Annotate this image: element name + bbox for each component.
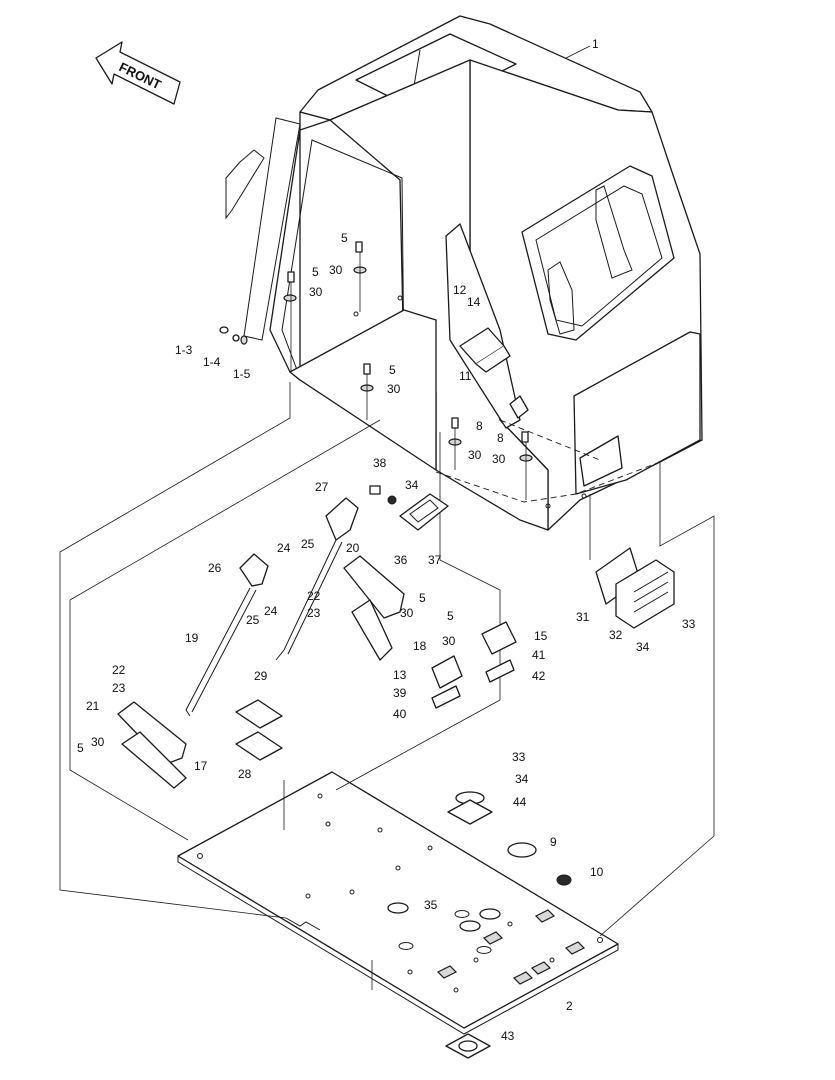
label-41: 41 [532, 648, 546, 662]
label-17: 17 [194, 759, 208, 773]
label-39: 39 [393, 686, 407, 700]
label-12: 12 [453, 283, 467, 297]
label-5-a: 5 [341, 231, 348, 245]
label-23-b: 23 [307, 606, 321, 620]
label-28: 28 [238, 767, 252, 781]
label-1-5: 1-5 [233, 367, 251, 381]
label-44: 44 [513, 795, 527, 809]
label-27: 27 [315, 480, 329, 494]
label-42: 42 [532, 669, 546, 683]
label-34-b: 34 [636, 640, 650, 654]
label-30-g: 30 [442, 634, 456, 648]
label-9: 9 [550, 835, 557, 849]
label-10: 10 [590, 865, 604, 879]
label-30-a: 30 [329, 263, 343, 277]
label-15: 15 [534, 629, 548, 643]
label-25-b: 25 [246, 613, 260, 627]
label-31: 31 [576, 610, 590, 624]
label-30-h: 30 [91, 735, 105, 749]
label-34-a: 34 [405, 478, 419, 492]
label-33-a: 33 [682, 617, 696, 631]
label-8-b: 8 [497, 431, 504, 445]
label-40: 40 [393, 707, 407, 721]
label-38: 38 [373, 456, 387, 470]
label-23-a: 23 [112, 681, 126, 695]
label-1-4: 1-4 [203, 355, 221, 369]
label-19: 19 [185, 631, 199, 645]
label-25-a: 25 [301, 537, 315, 551]
label-20: 20 [346, 541, 360, 555]
front-arrow: FRONT [95, 41, 181, 105]
label-33-b: 33 [512, 750, 526, 764]
label-2: 2 [566, 999, 573, 1013]
label-35: 35 [424, 898, 438, 912]
label-8-a: 8 [476, 419, 483, 433]
label-30-d: 30 [468, 448, 482, 462]
label-43: 43 [501, 1029, 515, 1043]
callout-labels: 1 1-3 1-4 1-5 2 5 5 5 5 5 5 8 8 9 10 11 … [77, 37, 696, 1043]
label-5-c: 5 [389, 363, 396, 377]
label-5-d: 5 [419, 591, 426, 605]
label-18: 18 [413, 639, 427, 653]
label-30-f: 30 [400, 606, 414, 620]
label-1-3: 1-3 [175, 343, 193, 357]
label-36: 36 [394, 553, 408, 567]
cab-body [225, 15, 703, 531]
label-22-a: 22 [112, 663, 126, 677]
label-30-b: 30 [309, 285, 323, 299]
assembly-boundary-lines [59, 382, 715, 990]
label-30-c: 30 [387, 382, 401, 396]
label-1: 1 [592, 37, 599, 51]
label-24-a: 24 [277, 541, 291, 555]
label-30-e: 30 [492, 452, 506, 466]
label-26: 26 [208, 561, 222, 575]
floor-plate [177, 771, 619, 1035]
label-34-c: 34 [515, 772, 529, 786]
label-5-f: 5 [77, 741, 84, 755]
label-37: 37 [428, 553, 442, 567]
label-22-b: 22 [307, 589, 321, 603]
hardware-parts [117, 241, 675, 1059]
label-5-b: 5 [312, 265, 319, 279]
label-21: 21 [86, 699, 100, 713]
label-29: 29 [254, 669, 268, 683]
label-32: 32 [609, 628, 623, 642]
label-13: 13 [393, 668, 407, 682]
label-14: 14 [467, 295, 481, 309]
label-5-e: 5 [447, 609, 454, 623]
label-24-b: 24 [264, 604, 278, 618]
label-11: 11 [459, 369, 472, 383]
